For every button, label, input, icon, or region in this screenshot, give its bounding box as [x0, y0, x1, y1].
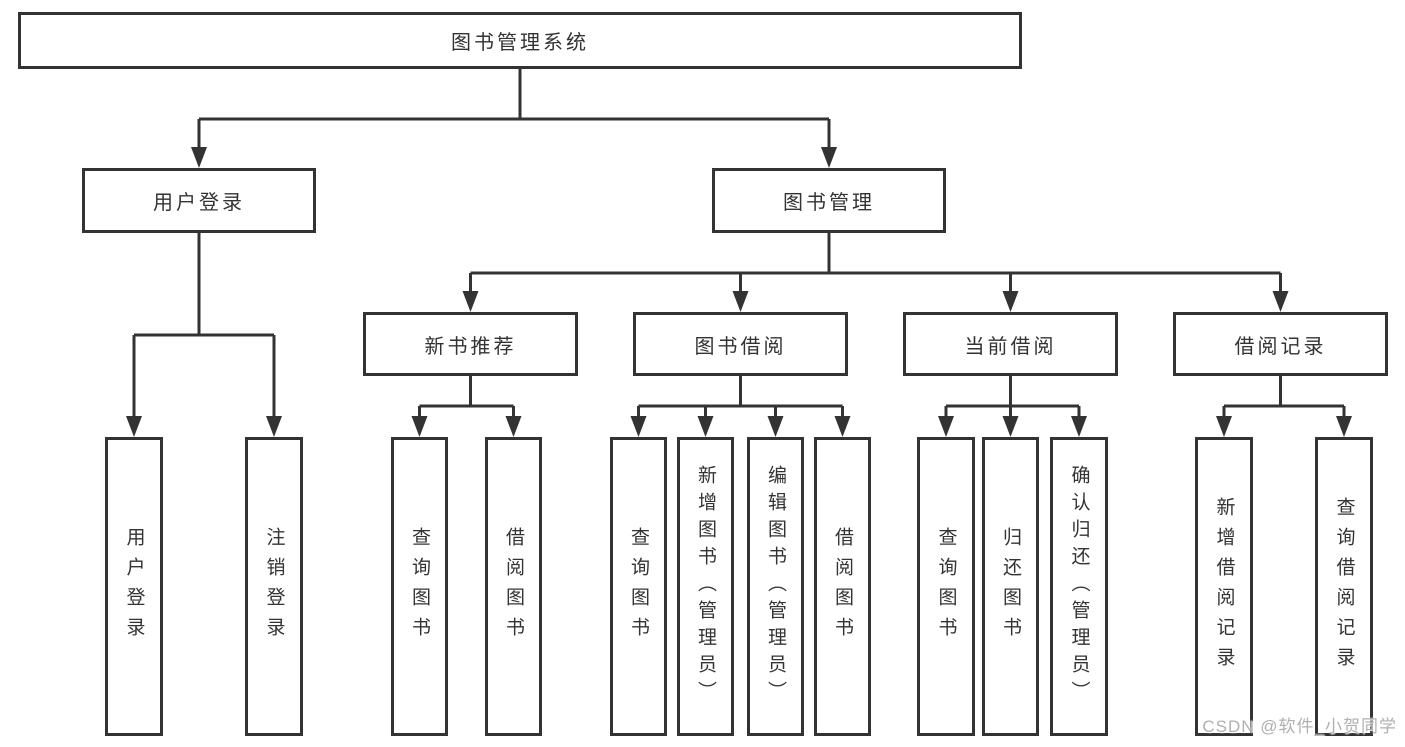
node-leaf-user-login-label: 用户登录 [123, 526, 145, 647]
node-book-management-branch: 图书管理 [712, 168, 946, 233]
node-leaf-edit-book-admin: 编辑图书（管理员） [747, 437, 804, 736]
arrowhead-down-icon [767, 416, 784, 437]
arrowhead-down-icon [938, 416, 954, 437]
arrowhead-down-icon [732, 291, 749, 312]
node-leaf-query-books-3-label: 查询图书 [935, 526, 957, 647]
connector-book-management-to-modules [462, 233, 1289, 312]
csdn-watermark: CSDN @软件_小贺同学 [1202, 717, 1397, 736]
connector-book-borrowing-to-leaves [630, 376, 851, 437]
node-user-login-branch-label: 用户登录 [153, 192, 245, 214]
arrowhead-down-icon [1002, 291, 1019, 312]
node-book-borrowing: 图书借阅 [633, 312, 848, 376]
node-leaf-user-login: 用户登录 [105, 437, 163, 736]
node-leaf-borrow-books-1-label: 借阅图书 [503, 526, 524, 647]
node-leaf-query-borrow-record-label: 查询借阅记录 [1333, 496, 1355, 677]
node-leaf-return-book: 归还图书 [982, 437, 1039, 736]
connector-root-to-branches [191, 69, 837, 168]
arrowhead-down-icon [1071, 416, 1087, 437]
node-leaf-query-borrow-record: 查询借阅记录 [1315, 437, 1373, 736]
node-root: 图书管理系统 [18, 12, 1022, 69]
node-leaf-edit-book-admin-label: 编辑图书（管理员） [765, 465, 786, 708]
connector-current-borrowing-to-leaves [938, 376, 1087, 437]
node-book-management-branch-label: 图书管理 [783, 192, 875, 214]
node-borrowing-records: 借阅记录 [1173, 312, 1388, 376]
node-borrowing-records-label: 借阅记录 [1234, 335, 1327, 358]
node-current-borrowing-label: 当前借阅 [964, 335, 1057, 358]
node-leaf-confirm-return-admin-label: 确认归还（管理员） [1068, 465, 1090, 708]
arrowhead-down-icon [411, 416, 428, 437]
arrowhead-down-icon [191, 147, 207, 168]
arrowhead-down-icon [126, 416, 142, 437]
node-leaf-add-book-admin: 新增图书（管理员） [677, 437, 734, 736]
arrowhead-down-icon [821, 147, 837, 168]
arrowhead-down-icon [1272, 291, 1289, 312]
node-leaf-add-book-admin-label: 新增图书（管理员） [695, 465, 716, 708]
node-book-borrowing-label: 图书借阅 [694, 335, 787, 358]
arrowhead-down-icon [834, 416, 851, 437]
node-new-book-recommend-label: 新书推荐 [424, 335, 517, 358]
node-leaf-borrow-books-1: 借阅图书 [485, 437, 542, 736]
node-leaf-query-books-3: 查询图书 [917, 437, 975, 736]
node-leaf-borrow-books-2: 借阅图书 [814, 437, 871, 736]
node-user-login-branch: 用户登录 [82, 168, 316, 233]
arrowhead-down-icon [1216, 416, 1232, 437]
node-leaf-confirm-return-admin: 确认归还（管理员） [1050, 437, 1108, 736]
arrowhead-down-icon [266, 416, 282, 437]
connector-new-book-recommend-to-leaves [411, 376, 522, 437]
node-leaf-query-books-2: 查询图书 [610, 437, 667, 736]
arrowhead-down-icon [1002, 416, 1019, 437]
node-current-borrowing: 当前借阅 [903, 312, 1118, 376]
node-new-book-recommend: 新书推荐 [363, 312, 578, 376]
connector-borrowing-records-to-leaves [1216, 376, 1352, 437]
node-leaf-query-books-1: 查询图书 [391, 437, 448, 736]
connector-user-login-to-leaves [126, 233, 282, 437]
arrowhead-down-icon [630, 416, 647, 437]
node-leaf-add-borrow-record-label: 新增借阅记录 [1213, 496, 1235, 677]
node-leaf-query-books-1-label: 查询图书 [409, 526, 430, 647]
node-root-label: 图书管理系统 [451, 32, 589, 54]
node-leaf-logout: 注销登录 [245, 437, 303, 736]
node-leaf-query-books-2-label: 查询图书 [628, 526, 649, 647]
node-leaf-borrow-books-2-label: 借阅图书 [832, 526, 853, 647]
node-leaf-logout-label: 注销登录 [263, 526, 285, 647]
node-leaf-return-book-label: 归还图书 [1000, 526, 1021, 647]
arrowhead-down-icon [462, 291, 479, 312]
arrowhead-down-icon [697, 416, 714, 437]
arrowhead-down-icon [505, 416, 522, 437]
arrowhead-down-icon [1336, 416, 1352, 437]
node-leaf-add-borrow-record: 新增借阅记录 [1195, 437, 1253, 736]
